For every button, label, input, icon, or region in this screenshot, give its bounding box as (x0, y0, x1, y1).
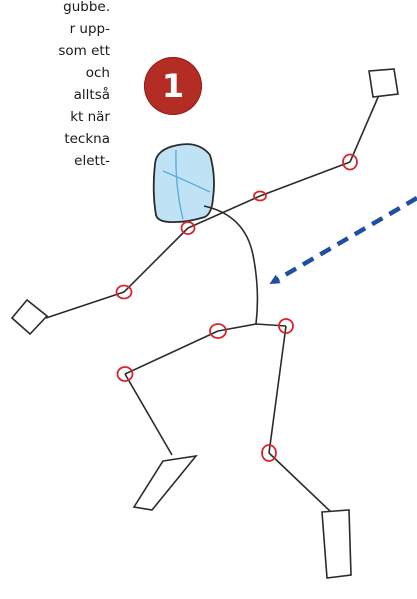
foot-block-left (134, 456, 196, 510)
figure-legs (125, 324, 351, 578)
figure-head (154, 144, 214, 222)
figure-arm-left (12, 228, 188, 334)
figure-spine (204, 206, 257, 324)
foot-block-right (322, 510, 351, 578)
dashed-arrow-icon (273, 198, 417, 282)
hand-block-left (12, 300, 47, 334)
step-number-badge: 1 (144, 57, 202, 115)
hand-block-right (369, 69, 398, 97)
figure-arm-right (188, 69, 398, 228)
